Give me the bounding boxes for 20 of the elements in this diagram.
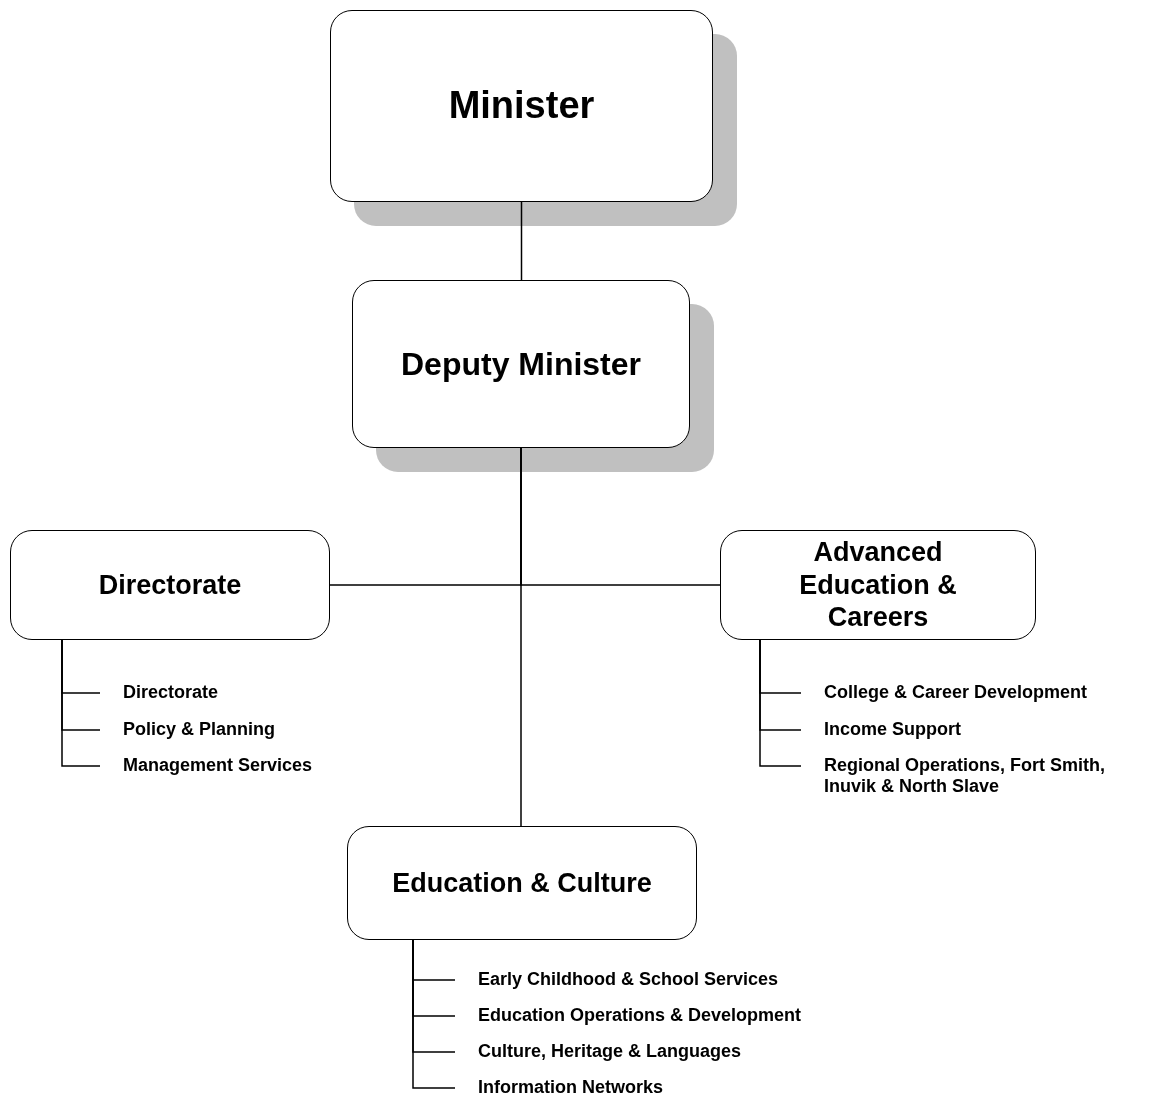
unit-label: College & Career Development — [824, 682, 1154, 704]
unit-label: Education Operations & Development — [478, 1005, 878, 1027]
unit-label: Information Networks — [478, 1077, 858, 1099]
unit-label: Management Services — [123, 755, 363, 777]
org-box: Directorate — [10, 530, 330, 640]
unit-label: Early Childhood & School Services — [478, 969, 858, 991]
connector-line — [61, 639, 101, 767]
org-box: Advanced Education & Careers — [720, 530, 1036, 640]
unit-label: Policy & Planning — [123, 719, 343, 741]
unit-label: Income Support — [824, 719, 1074, 741]
unit-label: Directorate — [123, 682, 343, 704]
org-box: Education & Culture — [347, 826, 697, 940]
connector-line — [520, 447, 522, 827]
connector-line — [412, 939, 456, 1089]
org-box: Minister — [330, 10, 713, 202]
unit-label: Culture, Heritage & Languages — [478, 1041, 858, 1063]
connector-line — [520, 201, 523, 281]
connector-line — [759, 639, 802, 767]
unit-label: Regional Operations, Fort Smith, Inuvik & North Slave — [824, 755, 1154, 797]
org-box: Deputy Minister — [352, 280, 690, 448]
